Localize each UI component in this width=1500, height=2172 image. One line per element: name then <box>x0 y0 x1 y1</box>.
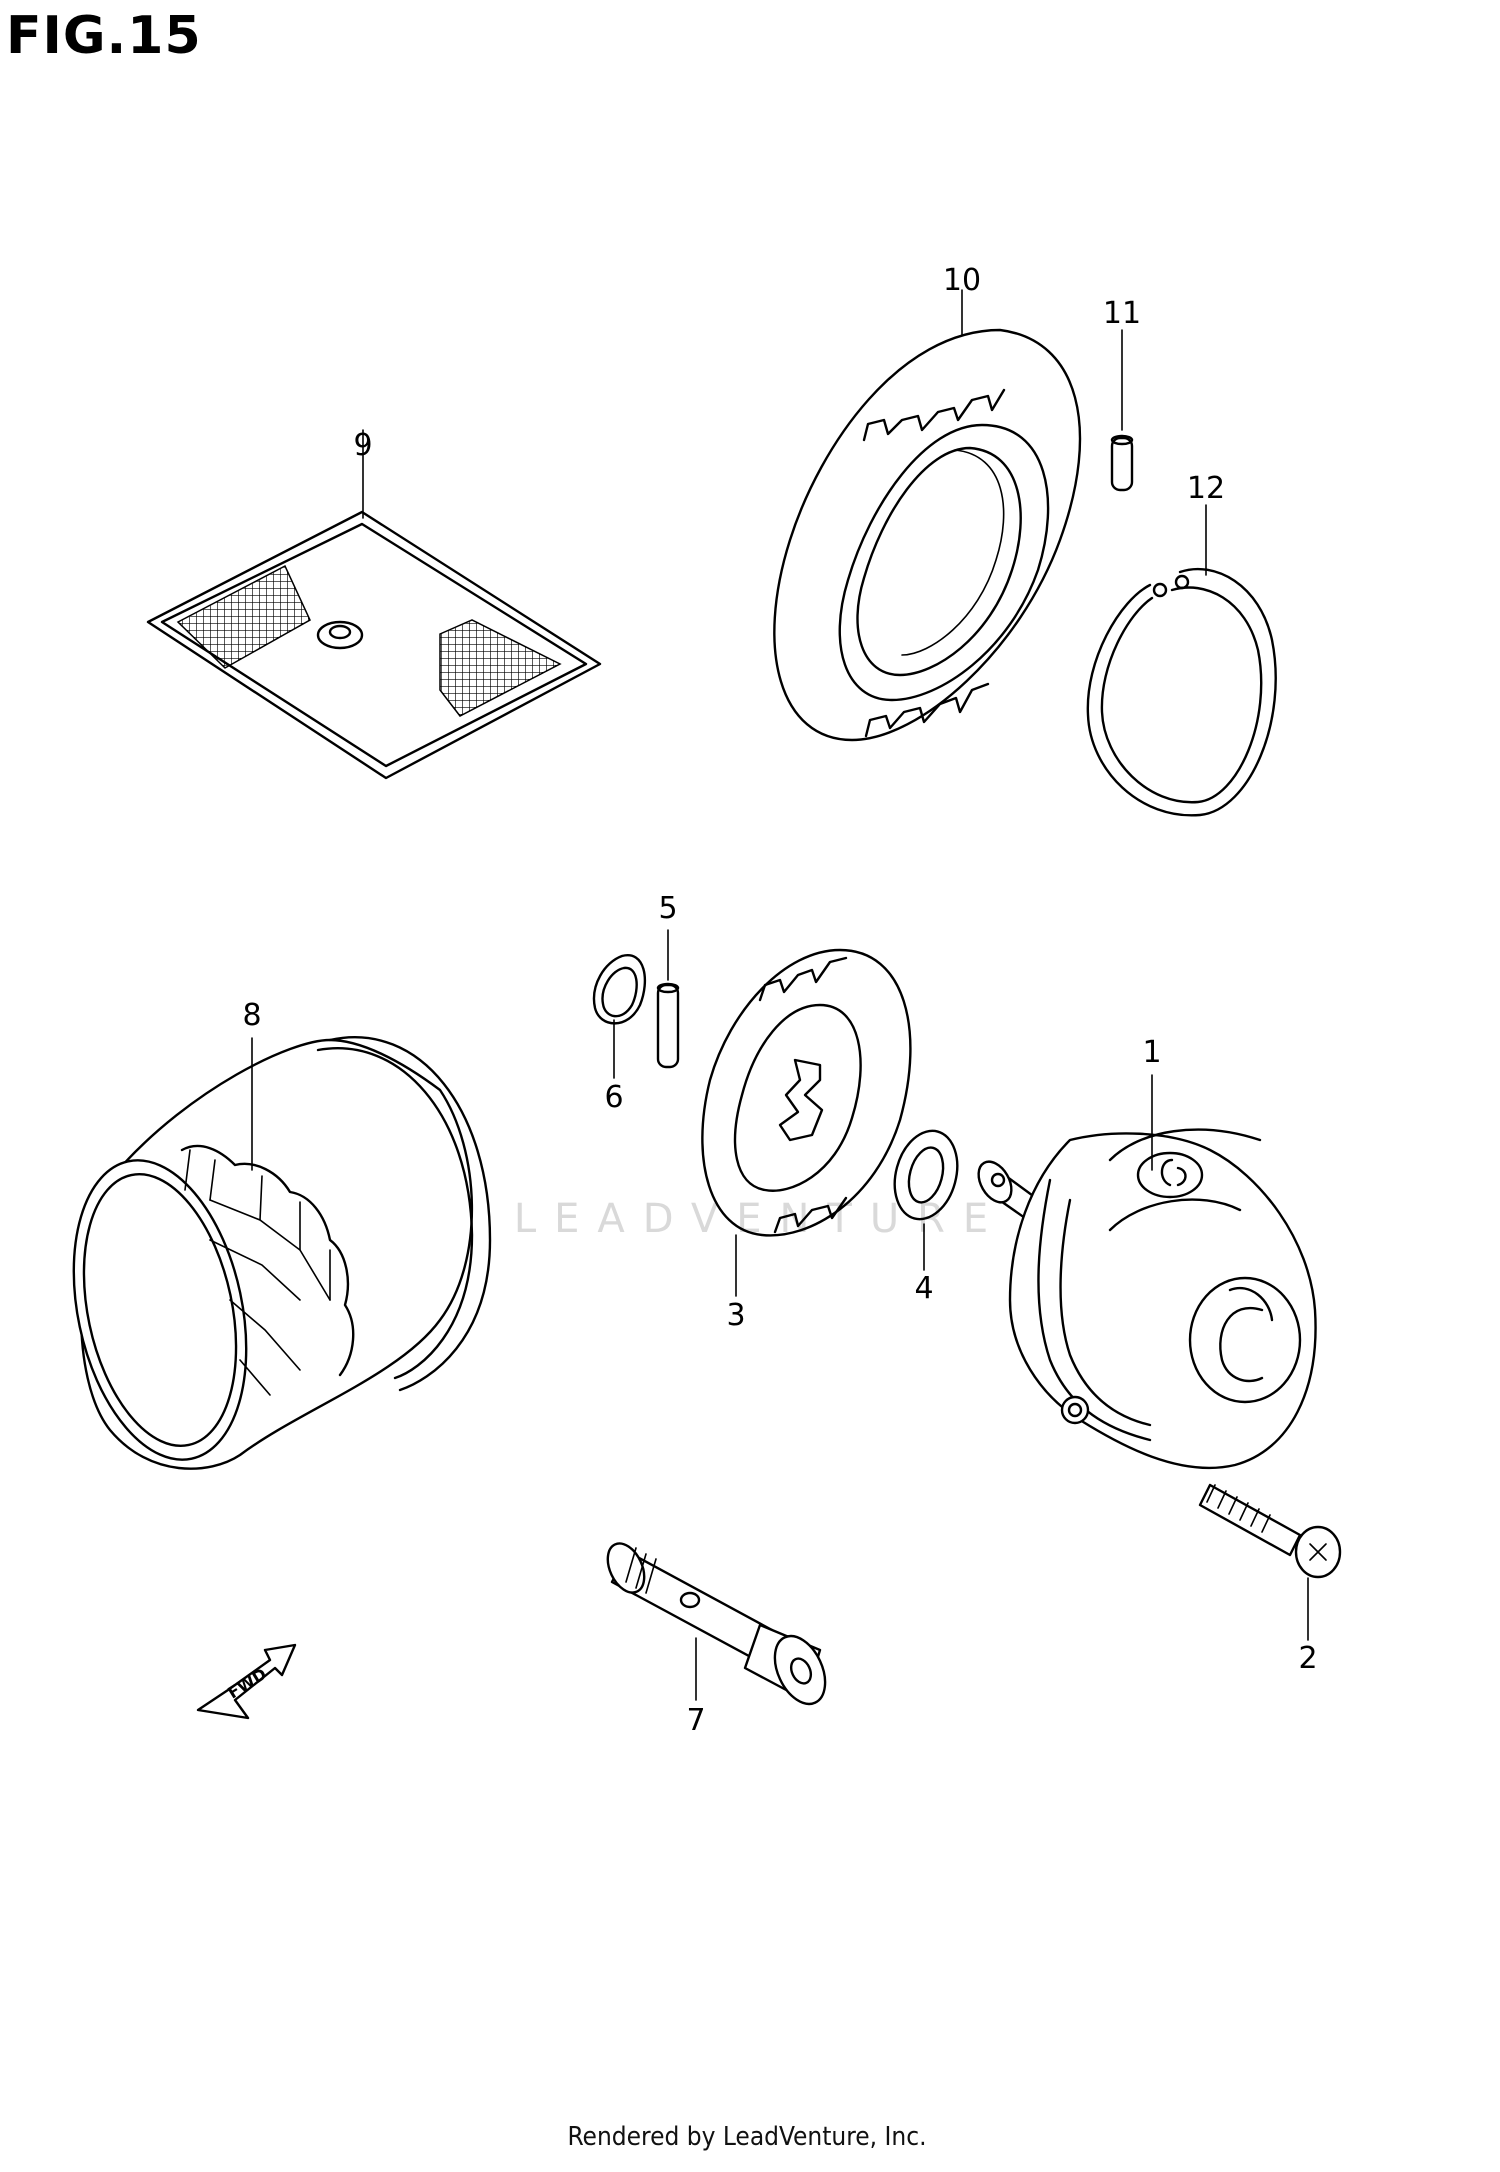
part-11-pin[interactable] <box>1110 329 1134 492</box>
fwd-arrow: FWD <box>196 1643 297 1720</box>
footer-text: Rendered by LeadVenture, Inc. <box>567 2122 927 2152</box>
part-8-oil-filter[interactable] <box>48 1036 492 1476</box>
part-12-circlip[interactable] <box>1086 504 1277 817</box>
part-5-pin[interactable] <box>656 929 680 1069</box>
callout-12: 12 <box>1187 471 1225 506</box>
callout-10: 10 <box>943 263 981 298</box>
footer-credit: Rendered by LeadVenture, Inc. <box>0 2122 1500 2152</box>
callout-5: 5 <box>658 891 677 926</box>
part-3-pump-gear[interactable] <box>701 948 912 1297</box>
callout-11: 11 <box>1103 296 1141 331</box>
figure-title: FIG.15 <box>6 6 202 66</box>
watermark-text: LEADVENTURE <box>514 1196 1006 1242</box>
part-4-washer[interactable] <box>885 1124 966 1271</box>
callout-9: 9 <box>353 428 372 463</box>
callout-7: 7 <box>686 1703 705 1738</box>
part-6-circlip[interactable] <box>592 954 647 1079</box>
callout-8: 8 <box>242 998 261 1033</box>
part-10-driven-gear[interactable] <box>773 289 1082 742</box>
part-2-screw[interactable] <box>1198 1483 1342 1641</box>
callout-4: 4 <box>914 1271 933 1306</box>
part-1-oil-pump[interactable] <box>972 1074 1317 1470</box>
fwd-label: FWD <box>224 1664 270 1702</box>
callout-2: 2 <box>1298 1641 1317 1676</box>
part-7-oil-jet[interactable] <box>601 1538 836 1712</box>
callout-1: 1 <box>1142 1035 1161 1070</box>
part-9-oil-strainer[interactable] <box>146 429 602 780</box>
callout-3: 3 <box>726 1298 745 1333</box>
callout-6: 6 <box>604 1080 623 1115</box>
